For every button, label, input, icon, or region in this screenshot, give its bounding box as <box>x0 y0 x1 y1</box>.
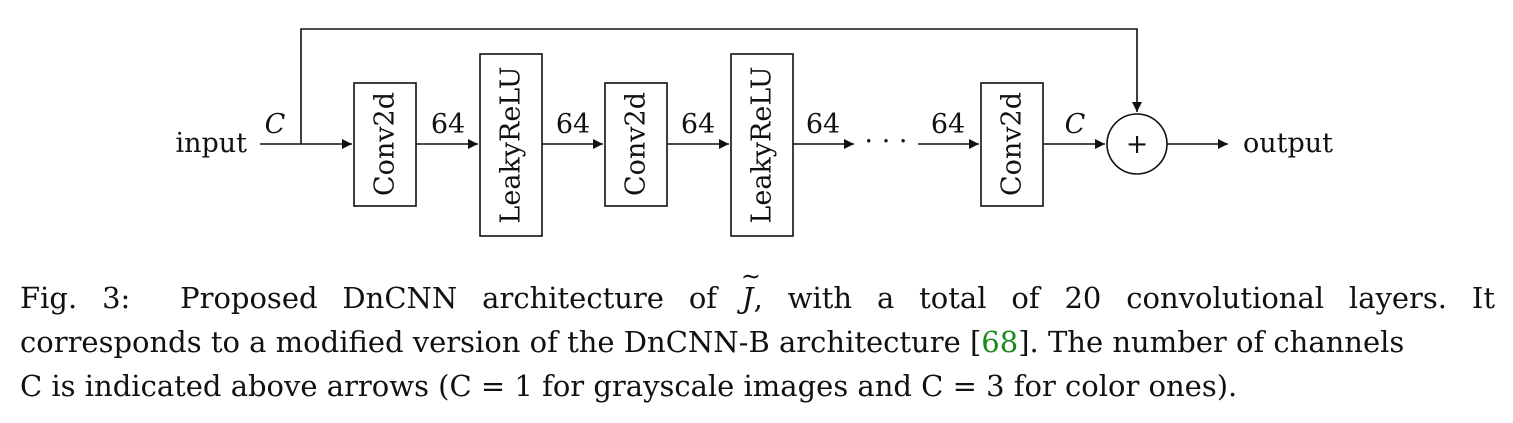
channel-label-4: 64 <box>806 109 840 140</box>
channel-label-2: 64 <box>556 109 590 140</box>
caption-text-2b: ]. The number of channels <box>1018 325 1405 359</box>
figure-caption: Fig. 3: Proposed DnCNN architecture of J… <box>20 254 1495 408</box>
output-label: output <box>1243 128 1333 159</box>
caption-text-1a: Proposed DnCNN architecture of <box>180 281 718 315</box>
leakyrelu-block-2-label: LeakyReLU <box>747 66 778 223</box>
conv2d-block-1-label: Conv2d <box>370 92 401 196</box>
caption-line-3: C is indicated above arrows (C = 1 for g… <box>20 369 1238 403</box>
caption-line-2: corresponds to a modified version of the… <box>20 320 1495 364</box>
caption-line-1: Fig. 3: Proposed DnCNN architecture of J… <box>20 254 1495 320</box>
conv2d-block-3-label: Conv2d <box>997 92 1028 196</box>
citation-link[interactable]: 68 <box>981 325 1019 359</box>
leakyrelu-block-1-label: LeakyReLU <box>496 66 527 223</box>
input-label: input <box>175 128 247 159</box>
channel-label-input: C <box>265 109 286 140</box>
ellipsis: · · · <box>865 126 908 157</box>
caption-text-1b: , with a total of 20 convolutional layer… <box>753 281 1495 315</box>
sum-symbol: + <box>1126 129 1149 160</box>
conv2d-block-2-label: Conv2d <box>621 92 652 196</box>
leakyrelu-block-2 <box>730 53 794 237</box>
tilde-j-symbol: J <box>741 254 761 320</box>
skip-connection <box>300 28 1142 144</box>
leakyrelu-block-1 <box>479 53 543 237</box>
dncnn-architecture-diagram: input C Conv2d 64 LeakyReLU 64 Conv2d 64… <box>175 28 1333 237</box>
channel-label-1: 64 <box>431 109 465 140</box>
channel-label-3: 64 <box>681 109 715 140</box>
channel-label-5: 64 <box>931 109 965 140</box>
figure-number: Fig. 3: <box>20 281 131 315</box>
caption-text-2a: corresponds to a modified version of the… <box>20 325 982 359</box>
channel-label-output: C <box>1065 109 1086 140</box>
